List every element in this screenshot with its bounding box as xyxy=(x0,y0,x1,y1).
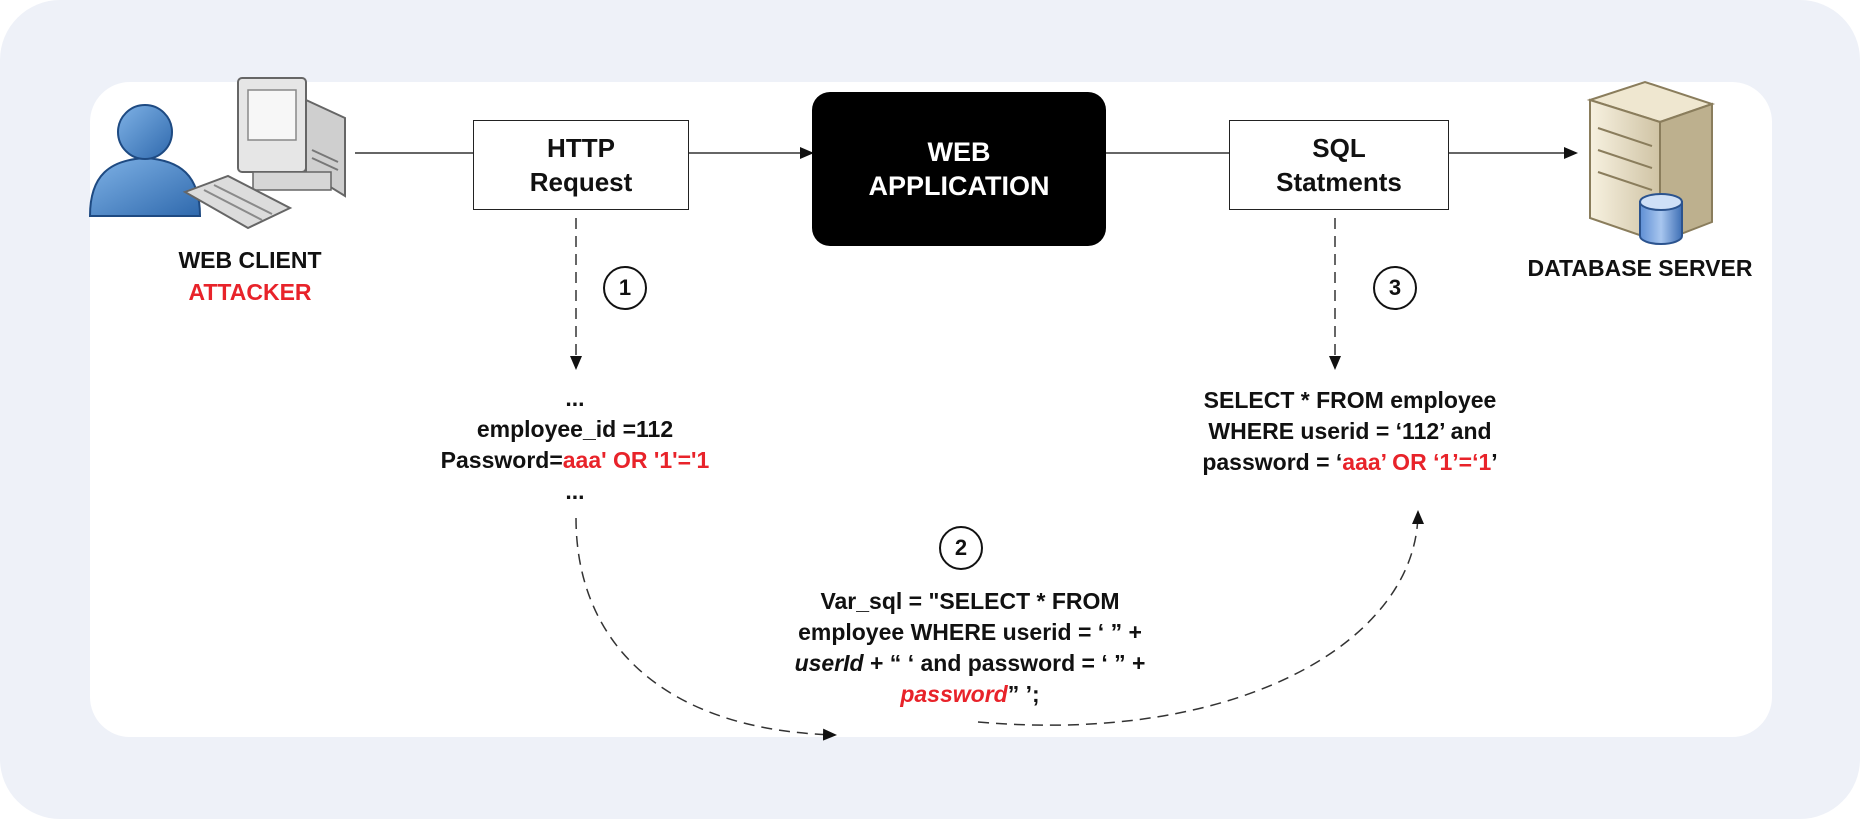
step-2-badge: 2 xyxy=(939,526,983,570)
sql-box-line2: Statments xyxy=(1276,167,1402,197)
code-line-2: employee WHERE userid = ‘ ” + xyxy=(798,619,1142,645)
sql-box-line1: SQL xyxy=(1312,133,1366,163)
code-line-4: password” ’; xyxy=(720,679,1220,710)
step-3-badge: 3 xyxy=(1373,266,1417,310)
request-ellipsis-bottom: ... xyxy=(565,478,585,504)
request-payload: ... employee_id =112 Password=aaa' OR '1… xyxy=(400,383,750,507)
request-ellipsis-top: ... xyxy=(565,385,585,411)
request-password-line: Password=aaa' OR '1'='1 xyxy=(400,445,750,476)
sql-result-line-3: password = ‘aaa’ OR ‘1’=‘1’ xyxy=(1150,447,1550,478)
http-box-line2: Request xyxy=(529,167,633,197)
application-code: Var_sql = "SELECT * FROM employee WHERE … xyxy=(720,586,1220,710)
dashed-curve-to-sql xyxy=(977,510,1424,726)
keyboard-icon xyxy=(182,174,293,230)
request-password-prefix: Password= xyxy=(440,447,563,473)
code-line-3: userId + “ ‘ and password = ‘ ” + xyxy=(720,648,1220,679)
code-line-3-rest: + “ ‘ and password = ‘ ” + xyxy=(863,650,1146,676)
sql-result-line-1: SELECT * FROM employee xyxy=(1203,387,1497,413)
sql-result-suffix: ’ xyxy=(1491,449,1498,475)
code-password-var: password xyxy=(900,681,1008,707)
attacker-label: ATTACKER xyxy=(188,279,312,305)
user-icon xyxy=(88,104,202,217)
dashed-curve-to-code xyxy=(575,517,837,741)
database-server-label: DATABASE SERVER xyxy=(1527,255,1753,281)
web-app-line1: WEB xyxy=(927,137,991,167)
web-application-box: WEB APPLICATION xyxy=(812,92,1106,246)
request-password-injection: aaa' OR '1'='1 xyxy=(562,447,710,473)
code-userid-var: userId xyxy=(794,650,864,676)
database-icon xyxy=(1639,193,1683,245)
resulting-sql: SELECT * FROM employee WHERE userid = ‘1… xyxy=(1150,385,1550,478)
web-client-label: WEB CLIENT xyxy=(178,247,322,273)
step-1-badge: 1 xyxy=(603,266,647,310)
sql-result-line-2: WHERE userid = ‘112’ and xyxy=(1208,418,1492,444)
sql-statements-box: SQL Statments xyxy=(1229,120,1449,210)
web-app-line2: APPLICATION xyxy=(868,171,1050,201)
sql-result-injection: aaa’ OR ‘1’=‘1 xyxy=(1342,449,1492,475)
request-employee-line: employee_id =112 xyxy=(476,416,674,442)
http-box-line1: HTTP xyxy=(547,133,615,163)
sql-result-prefix: password = ‘ xyxy=(1202,449,1343,475)
http-request-box: HTTP Request xyxy=(473,120,689,210)
code-line-1: Var_sql = "SELECT * FROM xyxy=(820,588,1120,614)
computer-icon xyxy=(237,77,346,198)
code-line-4-rest: ” ’; xyxy=(1007,681,1040,707)
